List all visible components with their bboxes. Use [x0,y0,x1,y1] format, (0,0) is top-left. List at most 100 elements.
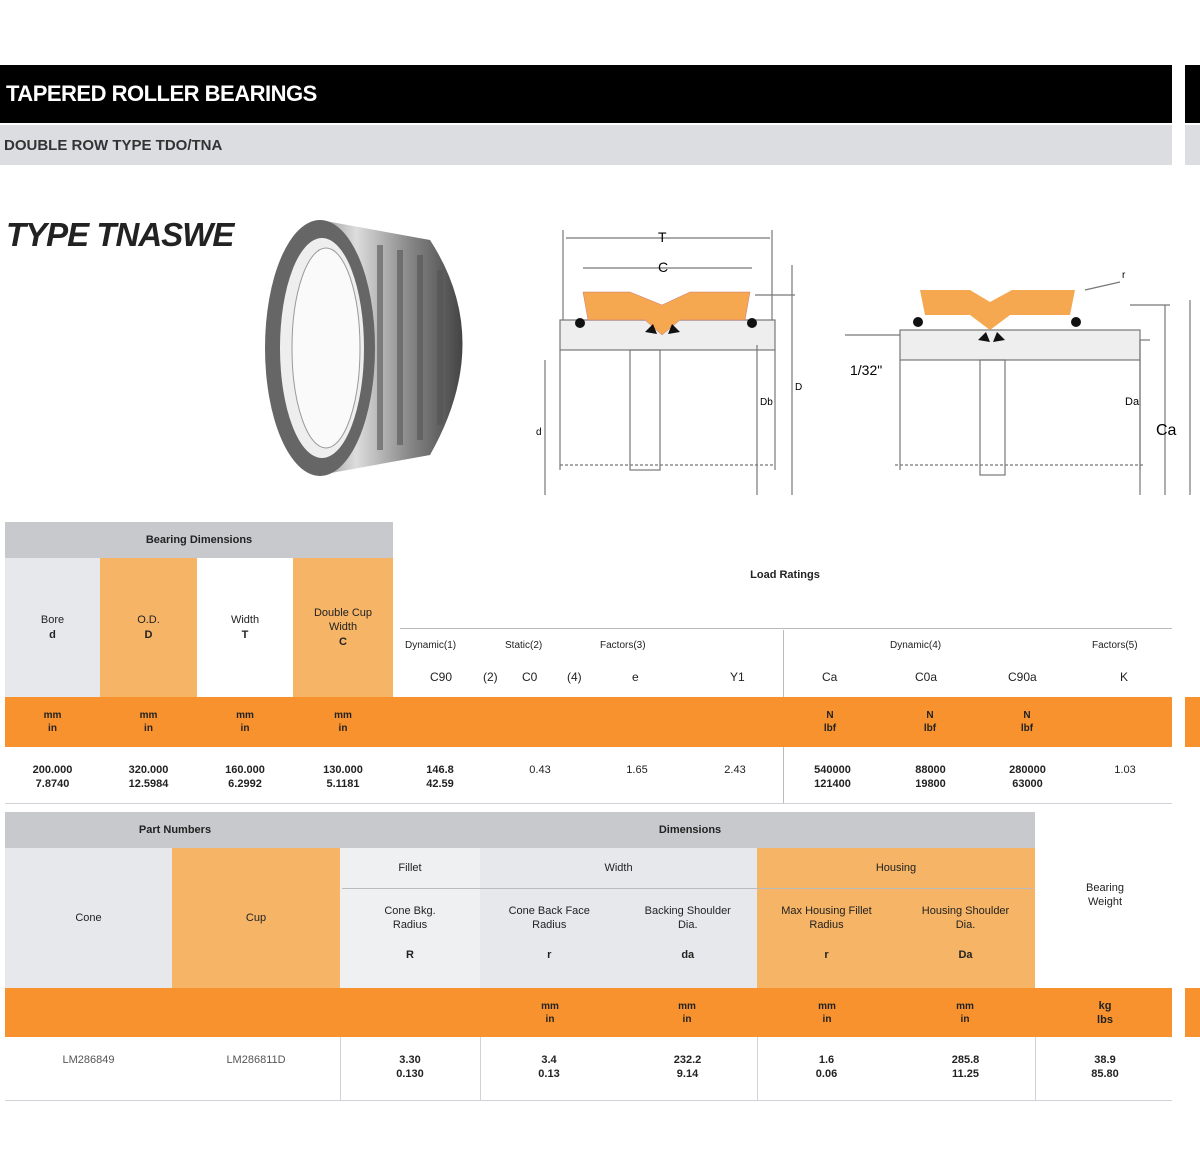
value-mm: 232.2 [673,1053,702,1066]
unit-top: mm [236,710,254,721]
col-symbol: C [339,635,347,648]
units-band-edge [1185,988,1200,1037]
value-in: 7.8740 [35,778,70,790]
unit-top: mm [139,710,158,721]
col-label: Bore [40,614,65,627]
cell-housing-da: 285.8 11.25 [896,1045,1035,1089]
width-col-label: Cone Back Face Radius [508,904,590,931]
col-symbol: D [144,628,153,641]
value-mm: 130.000 [323,763,363,776]
value-in: 9.14 [676,1068,699,1080]
housing-group: Housing [875,861,917,874]
dim-label-db: Db [760,397,773,408]
unit-top: kg [1098,999,1112,1012]
unit-bottom: lbf [923,723,937,734]
sub-group-factors-2: Factors(5) [1092,640,1138,651]
value-bottom: 42.59 [426,778,454,790]
sub-col-c0: C0 [522,670,538,684]
cell-od: 320.000 12.5984 [100,755,197,799]
unit-bottom: in [545,1014,555,1025]
value-mm: 3.4 [541,1053,557,1066]
unit-top: N [826,710,834,721]
value-kg: 38.9 [1094,1053,1116,1066]
value-in: 11.25 [952,1068,979,1080]
unit-bottom: lbf [823,723,837,734]
fillet-group: Fillet [398,861,422,874]
col-label: O.D. [137,614,160,627]
sub-col-c90: C90 [430,670,453,684]
value-in: 0.130 [396,1068,424,1080]
value-mm: 3.30 [399,1053,421,1066]
sub-col-c0a: C0a [915,670,938,684]
unit-bottom: in [822,1014,832,1025]
dim-label-bigd: D [795,382,802,393]
unit-bottom: lbf [1020,723,1034,734]
value-in: 12.5984 [128,778,169,790]
unit-bottom: in [960,1014,970,1025]
cell-da: 232.2 9.14 [618,1045,757,1089]
cell-k: 1.03 [1114,763,1136,776]
width-col-symbol: da [681,949,695,961]
housing-col-label: Housing Shoulder Dia. [921,904,1010,931]
housing-col-symbol: r [824,949,829,961]
sub-group-factors: Factors(3) [600,640,646,651]
unit-bottom: in [338,723,348,734]
sub-col-y1: Y1 [730,670,745,684]
sub-group-static: Static(2) [505,640,543,651]
subtitle-bar-edge [1185,125,1200,165]
value-mm: 200.000 [32,763,73,776]
sub-col-k: K [1120,670,1129,684]
sub-col-note: (2) [483,670,498,684]
weight-header: Bearing Weight [1086,881,1124,908]
value-in: 0.06 [815,1068,838,1080]
col-od-header: O.D.D [100,558,197,697]
page-subtitle: DOUBLE ROW TYPE TDO/TNA [4,136,223,154]
sub-col-note-2: (4) [567,670,582,684]
col-cup-header: Cup [172,848,340,988]
unit-bottom: in [240,723,250,734]
bearing-cross-section-diagram-left: T C d Db D [536,229,802,495]
unit-top: mm [541,1001,559,1012]
value-mm: 285.8 [951,1053,980,1066]
unit-top: mm [956,1001,974,1012]
value-bottom: 63000 [1012,778,1043,790]
unit-bottom: in [682,1014,692,1025]
col-label: Width [230,614,260,627]
units-band [5,697,1172,747]
cell-e: 1.65 [626,763,648,776]
title-bar-edge [1185,65,1200,123]
value-mm: 160.000 [225,763,265,776]
value-bottom: 19800 [915,778,946,790]
section-title: TYPE TNASWE [6,216,234,253]
dim-label-r: r [1122,270,1126,281]
unit-top: N [926,710,934,721]
dim-label-angle: 1/32" [850,362,882,378]
value-top: 88000 [915,763,946,776]
unit-housing-da: mm in [935,992,995,1034]
cell-cone-part: LM286849 [62,1053,115,1066]
value-mm: 320.000 [128,763,169,776]
housing-col-symbol: Da [958,949,973,961]
width-col-label: Backing Shoulder Dia. [644,904,731,931]
fillet-label: Cone Bkg. Radius [384,904,436,931]
page-title: TAPERED ROLLER BEARINGS [6,81,317,106]
units-band [5,988,1172,1037]
group-dimensions: Dimensions [345,812,1035,848]
housing-col-label: Max Housing Fillet Radius [781,904,872,931]
subtitle-bar: DOUBLE ROW TYPE TDO/TNA [0,125,1172,165]
